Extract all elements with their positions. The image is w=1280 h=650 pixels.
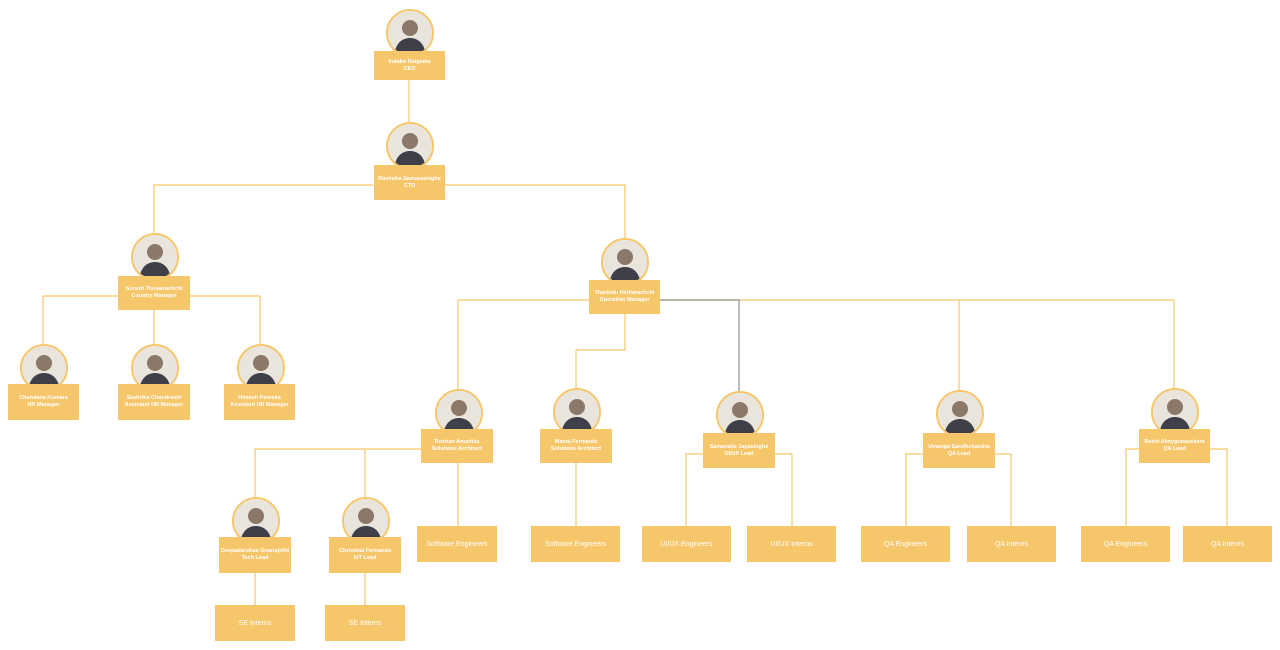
- person-avatar-icon: [386, 9, 434, 57]
- person-name: Manoj Fernando: [554, 439, 598, 446]
- person-avatar-icon: [716, 391, 764, 439]
- person-card: Rashi Abeygunasekara QA Lead: [1139, 429, 1210, 463]
- person-card: Roshan Anushka Solutions Architect: [421, 429, 493, 463]
- team-box[interactable]: SE Interns: [215, 605, 295, 641]
- person-role: UI/UX Lead: [724, 450, 754, 457]
- person-card: Suresh Tissaarachchi Country Manager: [118, 276, 190, 310]
- person-name: Suresh Tissaarachchi: [125, 286, 183, 293]
- person-role: Solutions Architect: [431, 446, 483, 452]
- person-card: Indako Raigama CEO: [374, 51, 445, 80]
- person-card: Umanga Sandhchandra QA Lead: [923, 433, 995, 468]
- person-name: Himesh Pereeka: [238, 395, 281, 402]
- person-name: Roshan Anushka: [434, 439, 480, 446]
- person-card: Sashrika Chandrasiri Assistant HR Manage…: [118, 384, 190, 420]
- person-avatar-icon: [386, 122, 434, 170]
- person-name: Rashi Abeygunasekara: [1144, 439, 1205, 446]
- person-card: Chandana Kumara HR Manager: [8, 384, 79, 420]
- person-role: Tech Lead: [241, 555, 269, 561]
- person-role: CEO: [403, 65, 416, 72]
- person-role: HR Manager: [27, 402, 60, 408]
- person-card: Manoj Fernando Solutions Architect: [540, 429, 612, 463]
- team-box[interactable]: UI/UX Engineers: [642, 526, 731, 562]
- team-box[interactable]: Software Engineers: [531, 526, 620, 562]
- person-avatar-icon: [936, 390, 984, 438]
- team-box[interactable]: QA Engineers: [1081, 526, 1170, 562]
- person-avatar-icon: [553, 388, 601, 436]
- person-name: Tharindu Hettiarachchi: [594, 290, 655, 297]
- person-role: QA Lead: [1163, 446, 1186, 452]
- person-name: Samanalie Jayasinghe: [709, 443, 769, 450]
- person-name: Umanga Sandhchandra: [928, 443, 990, 450]
- team-box[interactable]: QA Engineers: [861, 526, 950, 562]
- person-card: Deepadarshan Gnanajothi Tech Lead: [219, 537, 291, 573]
- team-box[interactable]: SE Interns: [325, 605, 405, 641]
- person-name: Sashrika Chandrasiri: [126, 395, 182, 402]
- team-box[interactable]: QA Interns: [967, 526, 1056, 562]
- person-card: Christmal Fernando IoT Lead: [329, 537, 401, 573]
- person-role: Solutions Architect: [550, 446, 602, 452]
- person-role: Assistant HR Manager: [124, 402, 184, 408]
- person-card: Himesh Pereeka Assistant HR Manager: [224, 384, 295, 420]
- person-role: QA Lead: [947, 450, 971, 457]
- person-card: Tharindu Hettiarachchi Operation Manager: [589, 280, 660, 314]
- person-name: Christmal Fernando: [339, 548, 391, 555]
- person-avatar-icon: [601, 238, 649, 286]
- person-avatar-icon: [131, 233, 179, 281]
- person-card: Ravindra Samarasinghe CTO: [374, 165, 445, 200]
- person-role: Assistant HR Manager: [230, 402, 289, 408]
- person-name: Indako Raigama: [388, 58, 431, 65]
- person-name: Ravindra Samarasinghe: [378, 175, 441, 182]
- person-role: CTO: [403, 182, 416, 189]
- person-role: IoT Lead: [353, 555, 377, 561]
- team-box[interactable]: UI/UX Interns: [747, 526, 836, 562]
- team-box[interactable]: QA Interns: [1183, 526, 1272, 562]
- person-card: Samanalie Jayasinghe UI/UX Lead: [703, 433, 775, 468]
- person-role: Country Manager: [131, 293, 177, 299]
- team-box[interactable]: Software Engineers: [417, 526, 497, 562]
- person-name: Chandana Kumara: [19, 395, 68, 402]
- person-role: Operation Manager: [599, 297, 650, 303]
- person-name: Deepadarshan Gnanajothi: [220, 548, 290, 555]
